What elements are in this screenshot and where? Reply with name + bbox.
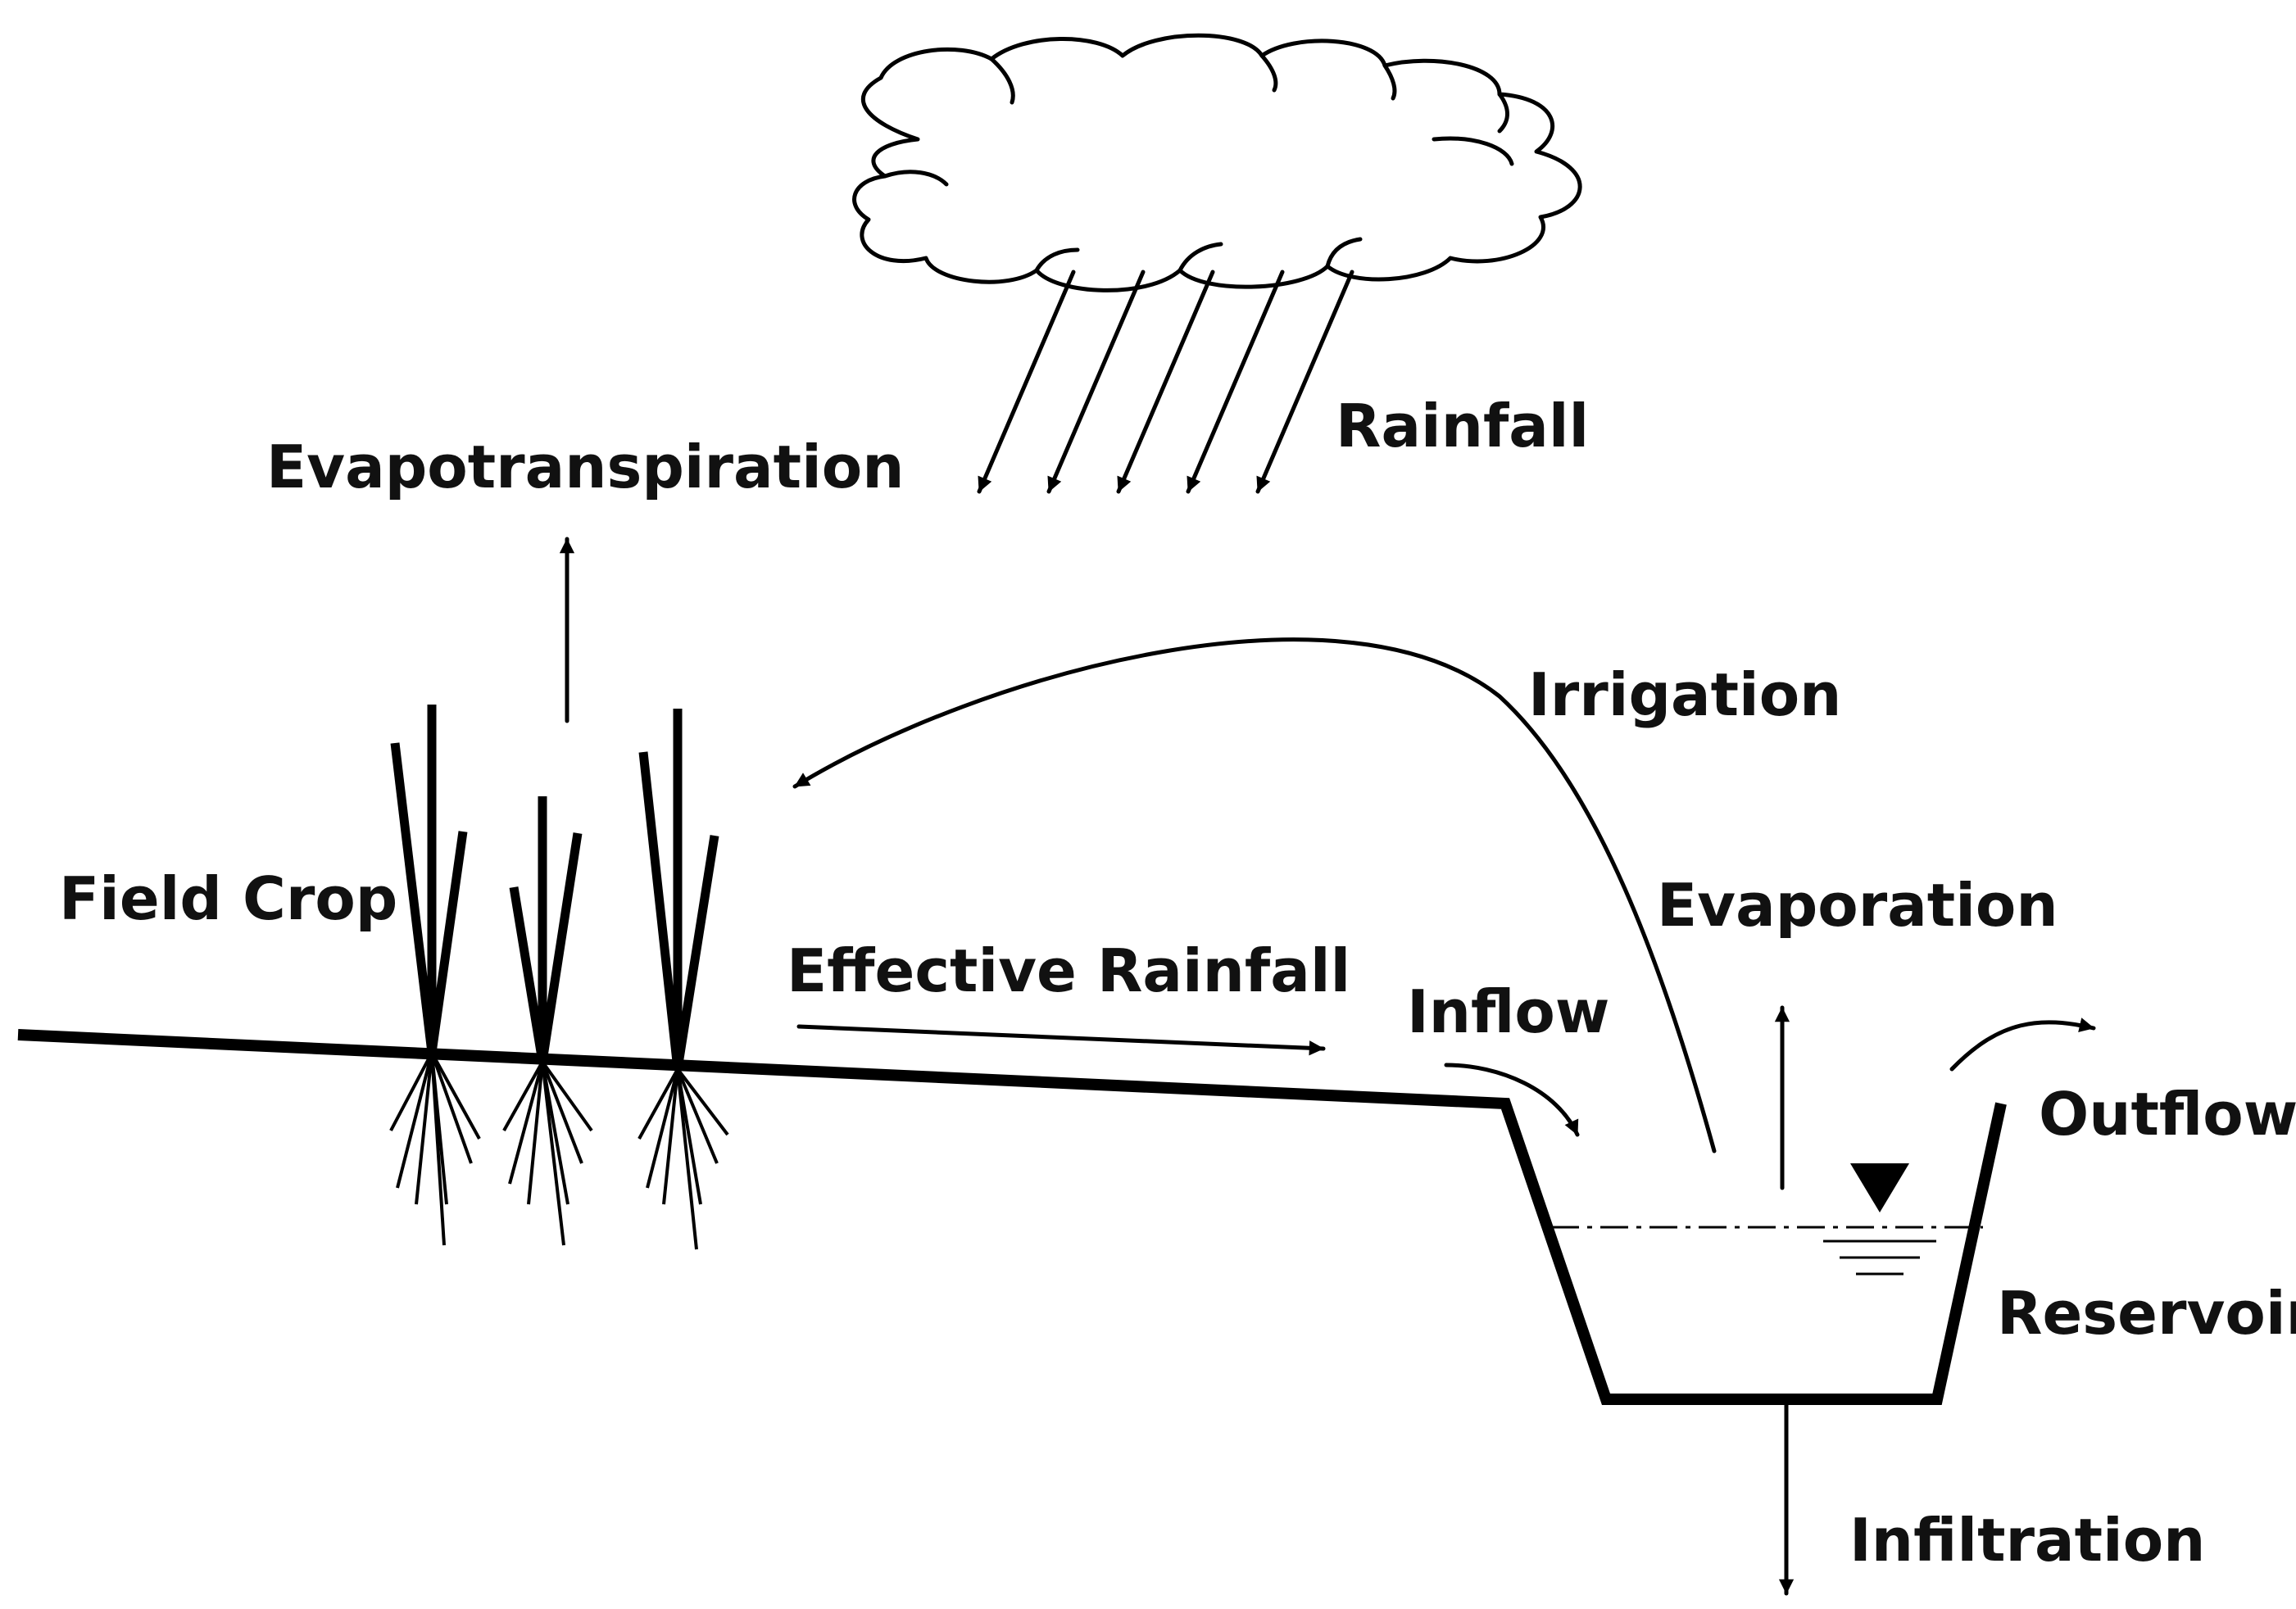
rain-arrow	[977, 270, 1076, 494]
evaporation-label: Evaporation	[1657, 871, 2058, 940]
rain-arrow	[1116, 270, 1215, 494]
field-crop-label: Field Crop	[59, 864, 397, 933]
evapotranspiration-label: Evapotranspiration	[266, 433, 904, 501]
cloud-icon	[852, 33, 1582, 292]
rainfall-arrows	[977, 270, 1354, 494]
inflow-arrow	[1444, 1063, 1580, 1137]
ground-line	[17, 1029, 2007, 1405]
rain-arrow	[1046, 270, 1146, 494]
outflow-label: Outflow	[2039, 1080, 2296, 1149]
irrigation-label: Irrigation	[1528, 660, 1841, 729]
inflow-label: Inflow	[1407, 977, 1609, 1046]
rain-arrow	[1186, 270, 1285, 494]
field-crop-icon	[389, 705, 729, 1250]
infiltration-label: Infiltration	[1849, 1506, 2205, 1575]
effective-rainfall-label: Effective Rainfall	[787, 936, 1350, 1005]
effective-rainfall-arrow	[796, 1024, 1326, 1056]
outflow-arrow	[1949, 1018, 2096, 1072]
irrigation-arrow	[792, 637, 1717, 1153]
water-level-icon	[1823, 1163, 1936, 1276]
rain-arrow	[1255, 270, 1354, 494]
rainfall-label: Rainfall	[1336, 392, 1589, 460]
reservoir-label: Reservoir	[1997, 1279, 2296, 1348]
